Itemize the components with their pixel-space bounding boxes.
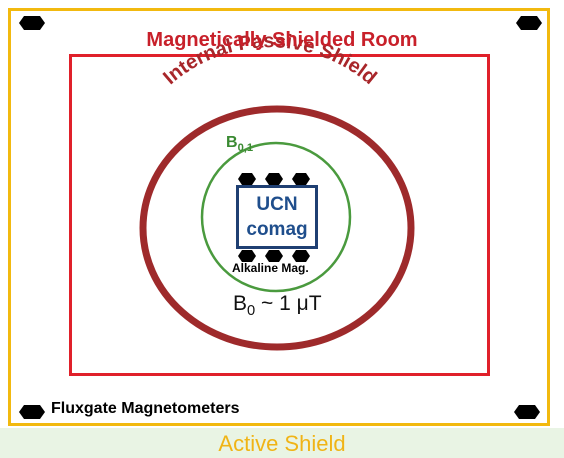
- active-shield-boundary: [8, 8, 550, 426]
- alkaline-sensors: [238, 173, 310, 262]
- fluxgate-sensor-bottom-left-icon: [19, 405, 45, 419]
- b0-subscript: 0: [247, 303, 256, 320]
- fluxgate-sensor-top-left-icon: [19, 16, 45, 30]
- alkaline-sensor-icon: [292, 173, 310, 185]
- alkaline-mag-label: Alkaline Mag.: [232, 261, 309, 275]
- fluxgate-sensor-bottom-right-icon: [514, 405, 540, 419]
- active-shield-band: [0, 428, 564, 458]
- alkaline-sensor-icon: [238, 173, 256, 185]
- alkaline-sensor-icon: [265, 250, 283, 262]
- fluxgate-sensor-top-right-icon: [516, 16, 542, 30]
- magnetically-shielded-room-label: Magnetically Shielded Room: [146, 29, 418, 51]
- ucn-label: UCN: [256, 194, 298, 215]
- b01-base: B: [226, 134, 238, 151]
- internal-passive-shield-ring: [139, 105, 415, 351]
- ucn-comagnetometer-box: UCN comag: [236, 185, 318, 249]
- b01-label: B0,1: [226, 134, 253, 154]
- b01-subscript: 0,1: [237, 142, 254, 155]
- alkaline-sensor-icon: [238, 250, 256, 262]
- fluxgate-sensors: [19, 16, 542, 419]
- b0-field-label: B0 ~ 1 μT: [233, 292, 322, 319]
- b0-value: ~ 1 μT: [255, 292, 322, 315]
- active-shield-label: Active Shield: [218, 431, 346, 456]
- fluxgate-magnetometers-label: Fluxgate Magnetometers: [51, 400, 240, 417]
- shielded-room-boundary: [69, 54, 490, 376]
- alkaline-sensor-icon: [265, 173, 283, 185]
- b01-coil-circle: [200, 141, 352, 293]
- alkaline-sensor-icon: [292, 250, 310, 262]
- b0-base: B: [233, 292, 248, 315]
- comag-label: comag: [246, 219, 308, 240]
